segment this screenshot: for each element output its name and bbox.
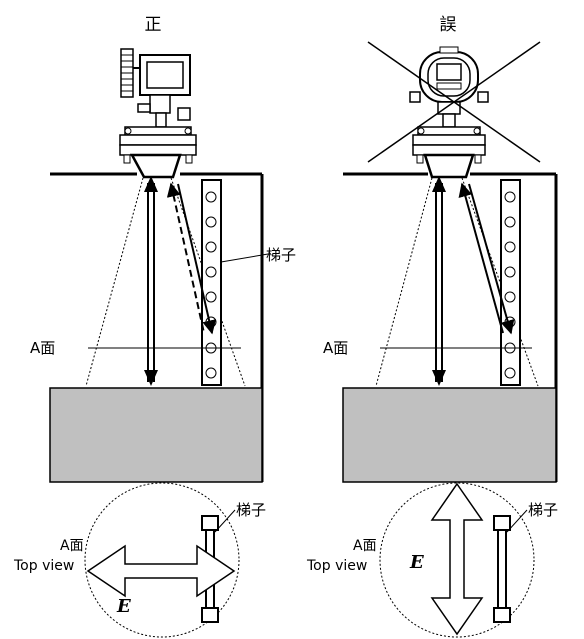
measure-signal-wrong xyxy=(432,176,446,386)
ladder-wrong xyxy=(500,179,521,386)
horn-antenna-correct xyxy=(129,153,182,179)
measure-signal-correct xyxy=(144,176,158,386)
plane-a-label-correct: A面 xyxy=(30,339,55,357)
top-view-label-right: Top view xyxy=(306,558,367,574)
wrong-panel: 誤 xyxy=(323,15,558,483)
horn-antenna-wrong xyxy=(423,153,475,179)
beam-edge-left-wrong xyxy=(375,177,433,387)
efield-arrow-vertical xyxy=(430,482,484,636)
liquid-correct xyxy=(49,387,263,483)
ladder-label-bottom-left: 梯子 xyxy=(236,501,266,519)
correct-title: 正 xyxy=(145,15,162,35)
plane-a-label-bottom-right: A面 xyxy=(353,538,377,554)
plane-a-label-bottom-left: A面 xyxy=(60,538,84,554)
ladder-top-view-wrong xyxy=(493,515,511,623)
beam-edge-right-correct xyxy=(170,177,246,387)
reflection-b-wrong xyxy=(468,183,515,335)
ladder-label: 梯子 xyxy=(266,246,296,264)
ladder-top-view-correct xyxy=(201,515,219,623)
ladder-callout-bottom-left xyxy=(214,509,236,533)
ladder-callout-line xyxy=(220,253,269,263)
beam-edge-right-wrong xyxy=(461,177,539,387)
efield-arrow-horizontal xyxy=(86,544,236,598)
reflection-dashed-correct xyxy=(166,182,205,334)
wrong-cross xyxy=(367,41,541,163)
wrong-title: 誤 xyxy=(440,15,457,35)
plane-a-label-wrong: A面 xyxy=(323,339,348,357)
top-view-wrong: 梯子 E A面 Top view xyxy=(306,482,558,638)
reflection-a-wrong xyxy=(458,182,504,334)
correct-panel: 正 xyxy=(30,15,296,483)
ladder-label-bottom-right: 梯子 xyxy=(528,501,558,519)
efield-label-right: E xyxy=(409,552,424,573)
reflection-solid-correct xyxy=(177,183,217,335)
liquid-wrong xyxy=(342,387,557,483)
beam-edge-left-correct xyxy=(85,177,144,387)
top-view-label-left: Top view xyxy=(13,558,74,574)
ladder-correct xyxy=(201,179,222,386)
efield-label-left: E xyxy=(116,596,131,617)
top-view-correct: 梯子 E A面 Top view xyxy=(13,482,266,638)
ladder-callout-bottom-right xyxy=(506,509,528,533)
transmitter-wrong xyxy=(409,46,489,164)
transmitter-correct xyxy=(119,48,197,164)
